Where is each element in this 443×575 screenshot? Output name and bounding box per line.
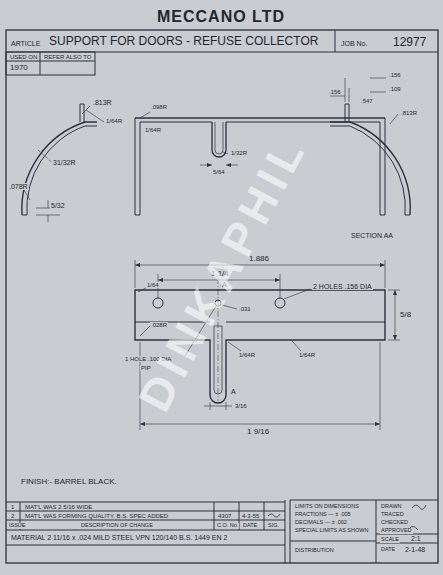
dimension-label: .078R — [8, 183, 29, 190]
title-block-text: APPROVED — [380, 528, 413, 534]
dimension-label: .109 — [388, 86, 402, 92]
title-block-text: SPECIAL LIMITS AS SHOWN — [294, 528, 369, 534]
title-block-text: 1970 — [9, 64, 29, 72]
section-mark: A — [230, 388, 237, 395]
title-block-text: SUPPORT FOR DOORS - REFUSE COLLECTOR — [48, 35, 319, 47]
title-block-text: DRAWN — [380, 504, 403, 510]
title-block-text: SCALE — [380, 537, 400, 543]
title-block-text: JOB No. — [340, 40, 368, 47]
revision-text: MAT'L WAS 2 5/16 WIDE — [24, 504, 93, 510]
dimension-label: 31/32R — [52, 159, 77, 166]
revision-text: ISSUE — [8, 523, 27, 529]
title-block-text: DECIMALS — ± .002 — [294, 520, 348, 526]
dimension-label: .028R — [150, 322, 168, 328]
dimension-label: 1 9/16 — [246, 428, 270, 436]
dimension-label: 1/64R — [298, 352, 316, 358]
dimension-label: 5/32 — [50, 202, 66, 209]
dimension-label: .156 — [328, 89, 342, 95]
title-block-text: ARTICLE — [10, 40, 41, 47]
dimension-label: 1/32R — [230, 150, 248, 156]
revision-text: MAT'L WAS FORMING QUALITY. B.S. SPEC ADD… — [24, 513, 169, 519]
revision-text: DATE — [242, 523, 258, 529]
dimension-label: .156 — [388, 72, 402, 78]
revision-text: DESCRIPTION OF CHANGE — [80, 523, 154, 529]
dimension-label: 2 HOLES .156 DIA — [312, 283, 373, 290]
material-spec: MATERIAL 2 11/16 x .024 MILD STEEL VPN 1… — [10, 534, 228, 541]
revision-text: SIG. — [267, 523, 280, 529]
title-block-text: FRACTIONS — ± .005 — [294, 512, 352, 518]
dimension-label: .098R — [150, 104, 168, 110]
revision-text: 2 — [10, 513, 15, 519]
drawing-title: MECCANO LTD — [157, 9, 285, 25]
dimension-label: 5/64 — [212, 169, 226, 175]
title-block-text: 2:1 — [410, 535, 422, 542]
title-block-text: DISTRIBUTION — [294, 548, 335, 554]
title-block-text: REFER ALSO TO — [43, 54, 92, 60]
note: SECTION AA — [350, 232, 394, 239]
revision-text: C.O. No. — [216, 523, 239, 529]
dimension-label: 1/64R — [144, 127, 162, 133]
dimension-label: 5/8 — [399, 311, 412, 319]
title-block-text: USED ON — [9, 54, 38, 60]
dimension-label: .547 — [360, 98, 374, 104]
revision-text: 1 — [10, 504, 15, 510]
dimension-label: .813R — [92, 99, 113, 106]
title-block-text: DATE — [380, 547, 396, 553]
dimension-label: .031 — [238, 306, 252, 312]
title-block-text: TRACED — [380, 512, 405, 518]
dimension-label: .813R — [400, 110, 418, 116]
dimension-label: 1/64 — [146, 282, 160, 288]
title-block-text: CHECKED — [380, 520, 409, 526]
revision-text: 4-3-55 — [241, 513, 260, 519]
dimension-label: 3/16 — [234, 403, 248, 409]
revision-text: 4307 — [217, 513, 232, 519]
title-block-text: 12977 — [392, 36, 427, 48]
title-block-text: LIMITS ON DIMENSIONS — [294, 504, 360, 510]
note: FINISH:- BARREL BLACK. — [20, 478, 118, 486]
dimension-label: 1/64R — [238, 352, 256, 358]
title-block-text: 2-1-48 — [404, 546, 426, 553]
dimension-label: 1/64R — [105, 118, 123, 124]
